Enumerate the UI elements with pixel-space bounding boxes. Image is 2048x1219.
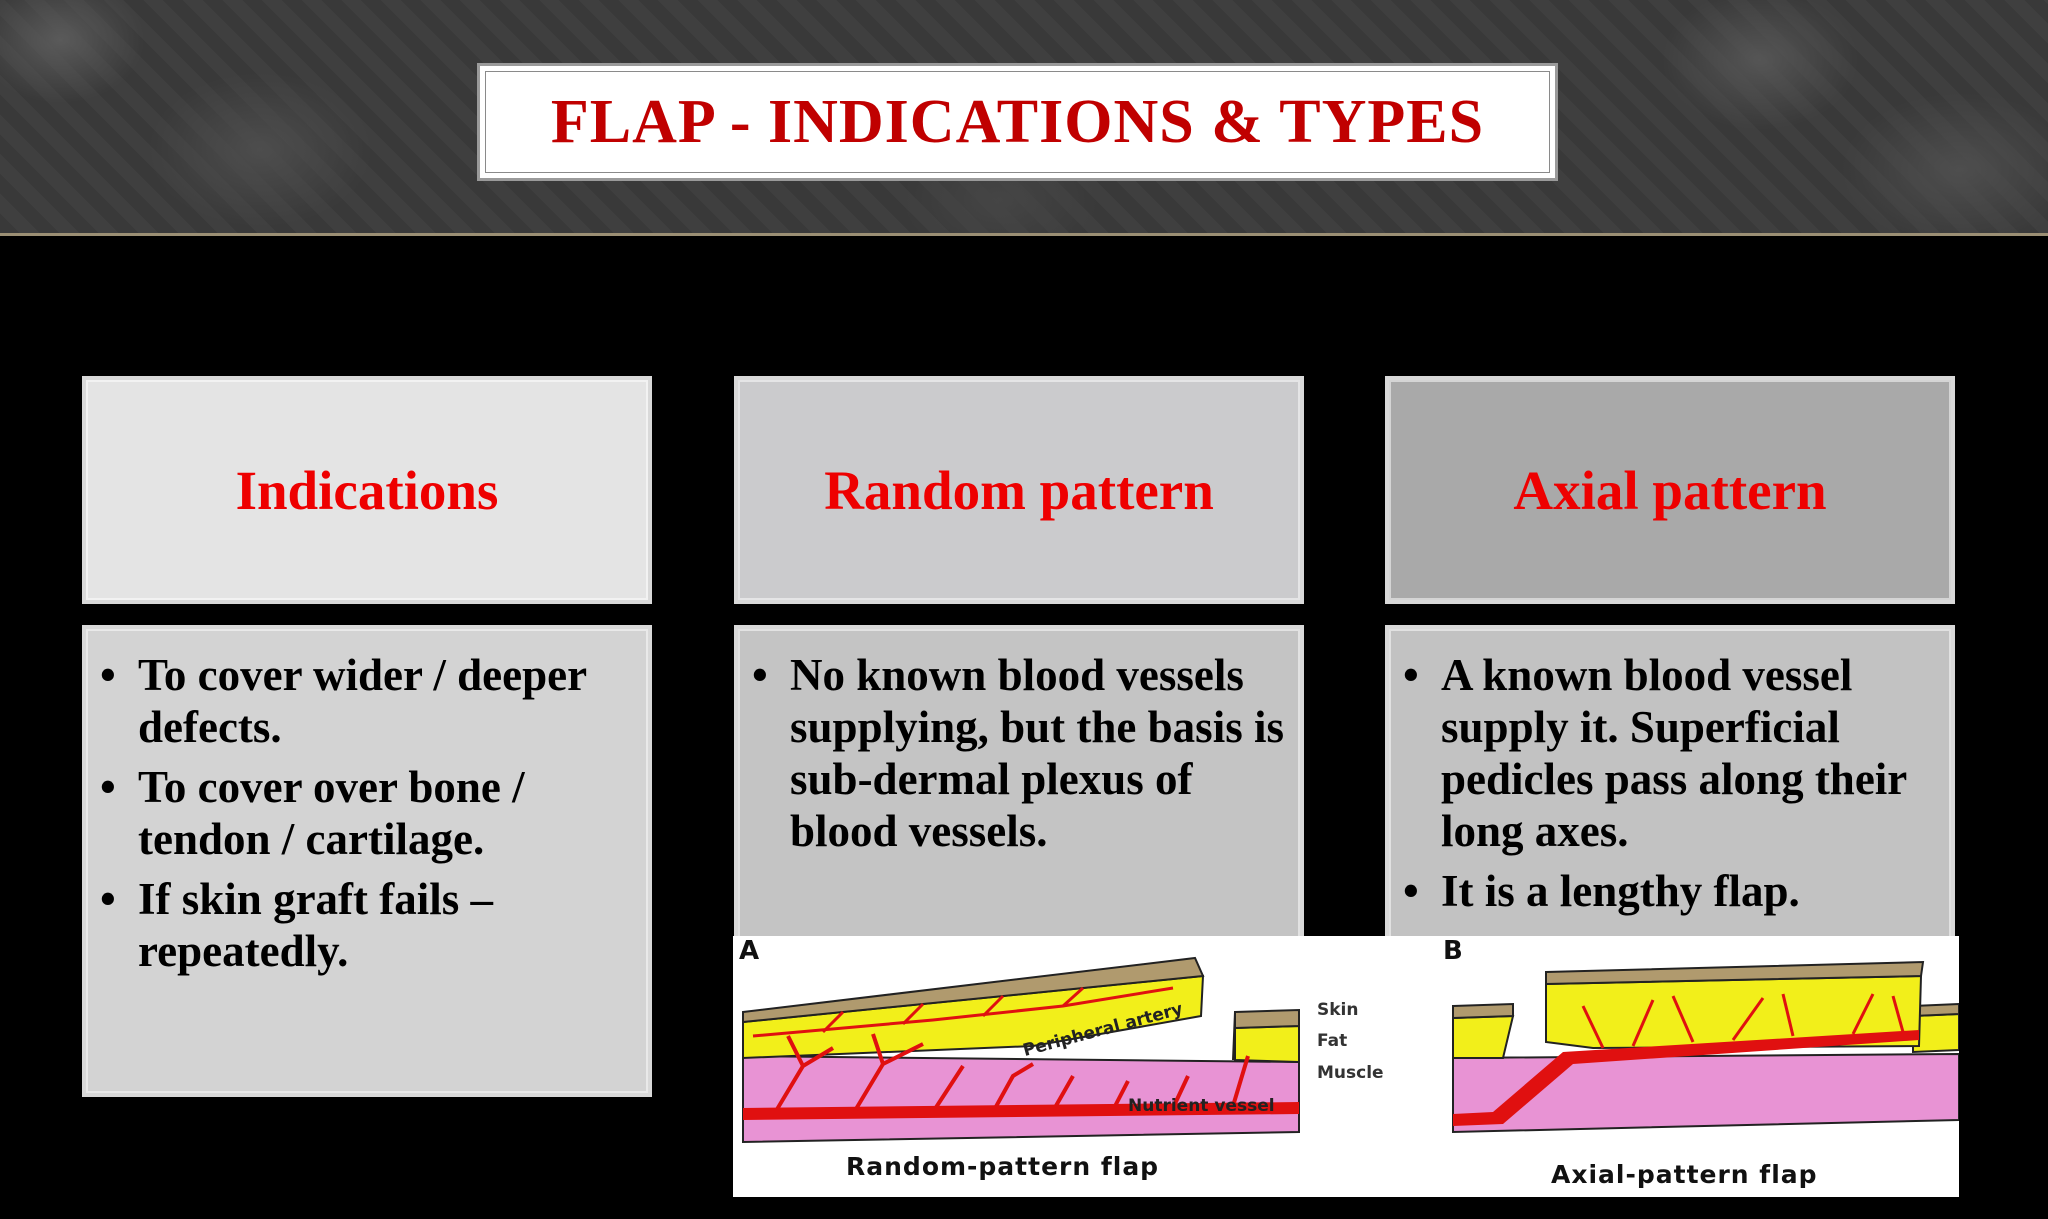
indications-body-card: To cover wider / deeper defects. To cove…: [82, 625, 652, 1097]
random-flap-illustration: [742, 956, 1300, 1144]
axial-pattern-item: It is a lengthy flap.: [1403, 865, 1941, 917]
panel-b-label: B: [1443, 936, 1463, 966]
indications-list: To cover wider / deeper defects. To cove…: [86, 629, 648, 977]
random-pattern-heading: Random pattern: [824, 459, 1214, 521]
indication-item: To cover wider / deeper defects.: [100, 649, 638, 753]
axial-pattern-heading: Axial pattern: [1513, 459, 1827, 521]
axial-pattern-body-card: A known blood vessel supply it. Superfic…: [1385, 625, 1955, 1097]
page-title: FLAP - INDICATIONS & TYPES: [550, 87, 1485, 156]
flap-diagram-figure: A B Peripheral artery Nutrient vessel Sk…: [733, 936, 1959, 1197]
indication-item: To cover over bone / tendon / cartilage.: [100, 761, 638, 865]
muscle-layer-label: Muscle: [1317, 1063, 1384, 1083]
axial-flap-illustration: [1452, 960, 1959, 1134]
random-flap-caption: Random-pattern flap: [846, 1152, 1160, 1181]
axial-flap-caption: Axial-pattern flap: [1551, 1160, 1818, 1189]
fat-layer-label: Fat: [1317, 1031, 1348, 1051]
random-pattern-item: No known blood vessels supplying, but th…: [752, 649, 1290, 857]
random-pattern-list: No known blood vessels supplying, but th…: [738, 629, 1300, 857]
header-banner: FLAP - INDICATIONS & TYPES: [0, 0, 2048, 236]
flap-diagram-illustration: [742, 956, 1959, 1144]
indications-heading-card: Indications: [82, 376, 652, 604]
nutrient-vessel-label: Nutrient vessel: [1128, 1096, 1275, 1116]
axial-pattern-list: A known blood vessel supply it. Superfic…: [1389, 629, 1951, 917]
indication-item: If skin graft fails – repeatedly.: [100, 873, 638, 977]
panel-a-label: A: [739, 936, 760, 966]
skin-layer-label: Skin: [1317, 1000, 1359, 1020]
axial-pattern-heading-card: Axial pattern: [1385, 376, 1955, 604]
title-box: FLAP - INDICATIONS & TYPES: [477, 63, 1558, 181]
axial-pattern-item: A known blood vessel supply it. Superfic…: [1403, 649, 1941, 857]
random-pattern-heading-card: Random pattern: [734, 376, 1304, 604]
indications-heading: Indications: [235, 459, 499, 521]
